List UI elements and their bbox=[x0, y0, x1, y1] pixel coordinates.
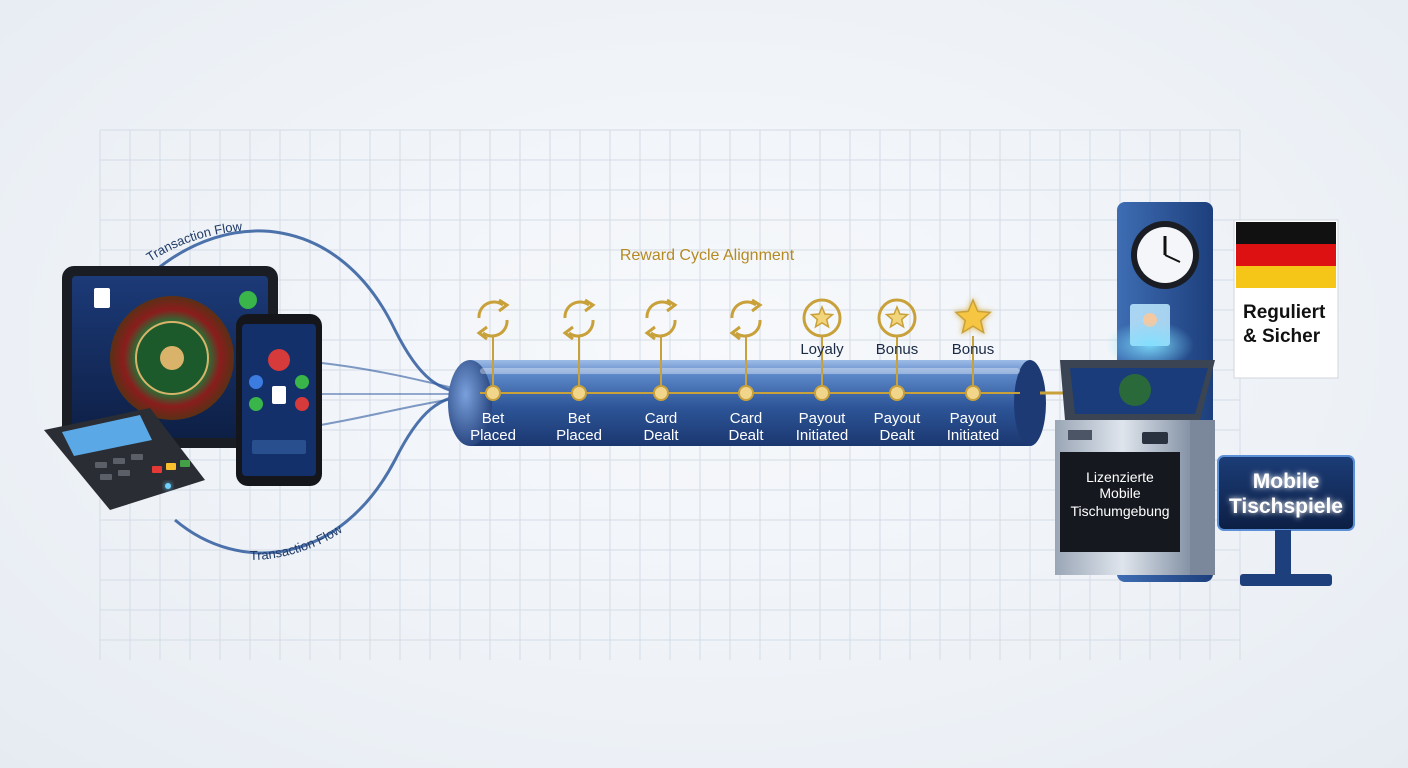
step-label-1: Payout bbox=[799, 410, 847, 427]
step-label-1: Payout bbox=[874, 410, 922, 427]
step-label-2: Dealt bbox=[643, 427, 679, 444]
flow-label-bottom: Transaction Flow bbox=[250, 521, 345, 563]
step-label-2: Initiated bbox=[796, 427, 849, 444]
card-payment-terminal bbox=[44, 408, 205, 510]
regulation-flag-sign: Reguliert & Sicher bbox=[1233, 219, 1339, 379]
kiosk-screen bbox=[1060, 452, 1180, 552]
playing-card-icon bbox=[272, 386, 286, 404]
cycle-arrows-icon bbox=[562, 298, 596, 341]
step-node bbox=[738, 385, 754, 401]
mobile-table-games-sign: Mobile Tischspiele bbox=[1217, 455, 1355, 586]
step-label-1: Bet bbox=[568, 410, 591, 427]
tablet-device bbox=[62, 266, 278, 448]
casino-kiosk: Lizenzierte Mobile Tischumgebung bbox=[1055, 360, 1215, 575]
step-above-label: Loyaly bbox=[800, 341, 844, 358]
playing-card-icon bbox=[94, 288, 110, 308]
kiosk-screen-line-3: Tischumgebung bbox=[1070, 503, 1169, 519]
star-cycle-icon bbox=[877, 298, 917, 338]
step-label-2: Dealt bbox=[728, 427, 764, 444]
step-label-1: Bet bbox=[482, 410, 505, 427]
cycle-arrows-icon bbox=[476, 298, 510, 341]
reward-cycle-steps: BetPlacedBetPlacedCardDealtCardDealtLoya… bbox=[470, 298, 1000, 444]
glowing-star-icon bbox=[954, 298, 992, 335]
step-node bbox=[889, 385, 905, 401]
flag-sign-line-2: & Sicher bbox=[1243, 326, 1321, 347]
step-label-2: Placed bbox=[556, 427, 602, 444]
step-above-label: Bonus bbox=[952, 341, 995, 358]
step-label-1: Payout bbox=[950, 410, 998, 427]
step-node bbox=[965, 385, 981, 401]
transaction-pipeline bbox=[448, 360, 1070, 446]
step-label-1: Card bbox=[730, 410, 763, 427]
step-node bbox=[571, 385, 587, 401]
star-cycle-icon bbox=[802, 298, 842, 338]
step-label-1: Card bbox=[645, 410, 678, 427]
step-label-2: Initiated bbox=[947, 427, 1000, 444]
chip-icon bbox=[268, 349, 290, 371]
mobile-sign-line-1: Mobile bbox=[1253, 470, 1320, 493]
cycle-title: Reward Cycle Alignment bbox=[620, 247, 795, 264]
germany-flag-icon bbox=[1236, 222, 1336, 244]
flag-sign-line-1: Reguliert bbox=[1243, 302, 1326, 323]
flow-label-top: Transaction Flow bbox=[144, 219, 244, 265]
step-node bbox=[485, 385, 501, 401]
kiosk-screen-line-1: Lizenzierte bbox=[1086, 469, 1154, 485]
step-node bbox=[653, 385, 669, 401]
mobile-sign-line-2: Tischspiele bbox=[1229, 495, 1343, 518]
chip-icon bbox=[239, 291, 257, 309]
roulette-wheel-icon bbox=[1119, 374, 1151, 406]
step-label-2: Dealt bbox=[879, 427, 915, 444]
smartphone-device bbox=[236, 314, 322, 486]
step-node bbox=[814, 385, 830, 401]
kiosk-screen-line-2: Mobile bbox=[1099, 485, 1140, 501]
step-above-label: Bonus bbox=[876, 341, 919, 358]
cycle-arrows-icon bbox=[729, 298, 763, 341]
step-label-2: Placed bbox=[470, 427, 516, 444]
cycle-arrows-icon bbox=[644, 298, 678, 341]
